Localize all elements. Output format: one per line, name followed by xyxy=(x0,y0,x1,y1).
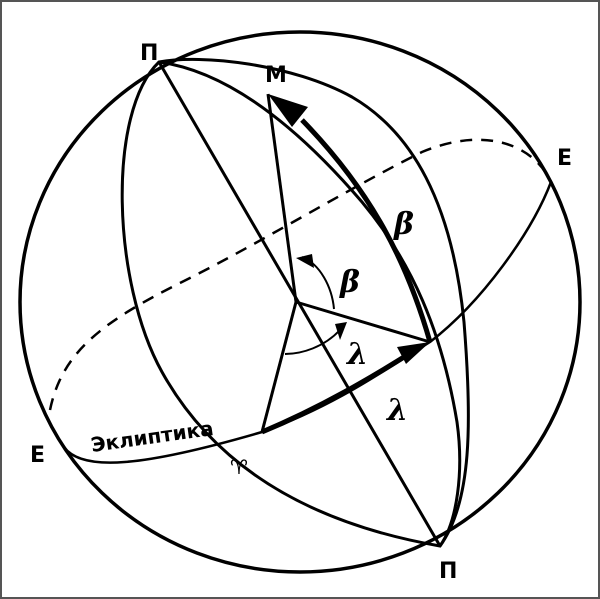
meridian-ellipse xyxy=(120,57,470,548)
ecliptic-back-dashed xyxy=(48,138,553,411)
label-e-left: E xyxy=(30,443,45,468)
beta-angle-arrowhead xyxy=(296,254,314,268)
label-lambda-angle: λ xyxy=(345,337,368,372)
label-pole-bottom: П xyxy=(439,559,457,584)
beta-arc-arrowhead xyxy=(268,94,308,127)
radius-to-projection xyxy=(295,300,431,344)
latitude-circle xyxy=(158,60,462,547)
label-vernal-equinox: ♈ xyxy=(230,455,248,479)
ecliptic-front xyxy=(62,181,553,464)
lambda-arc-arrowhead xyxy=(397,342,430,364)
label-beta-arc: β xyxy=(393,207,414,242)
label-e-right: E xyxy=(557,146,572,171)
radius-to-vernal-equinox xyxy=(260,301,298,433)
label-lambda-arc: λ xyxy=(385,393,408,428)
sphere-outline xyxy=(18,30,582,574)
beta-arc-thick xyxy=(300,118,433,343)
label-point-m: M xyxy=(265,63,287,88)
label-pole-top: П xyxy=(140,41,158,66)
lambda-arc-thick xyxy=(261,349,414,435)
beta-angle-arc xyxy=(301,256,335,310)
radius-to-m xyxy=(266,93,298,303)
lambda-angle-arc xyxy=(284,329,341,355)
label-beta-angle: β xyxy=(339,265,360,300)
lambda-angle-arrowhead xyxy=(335,322,347,340)
